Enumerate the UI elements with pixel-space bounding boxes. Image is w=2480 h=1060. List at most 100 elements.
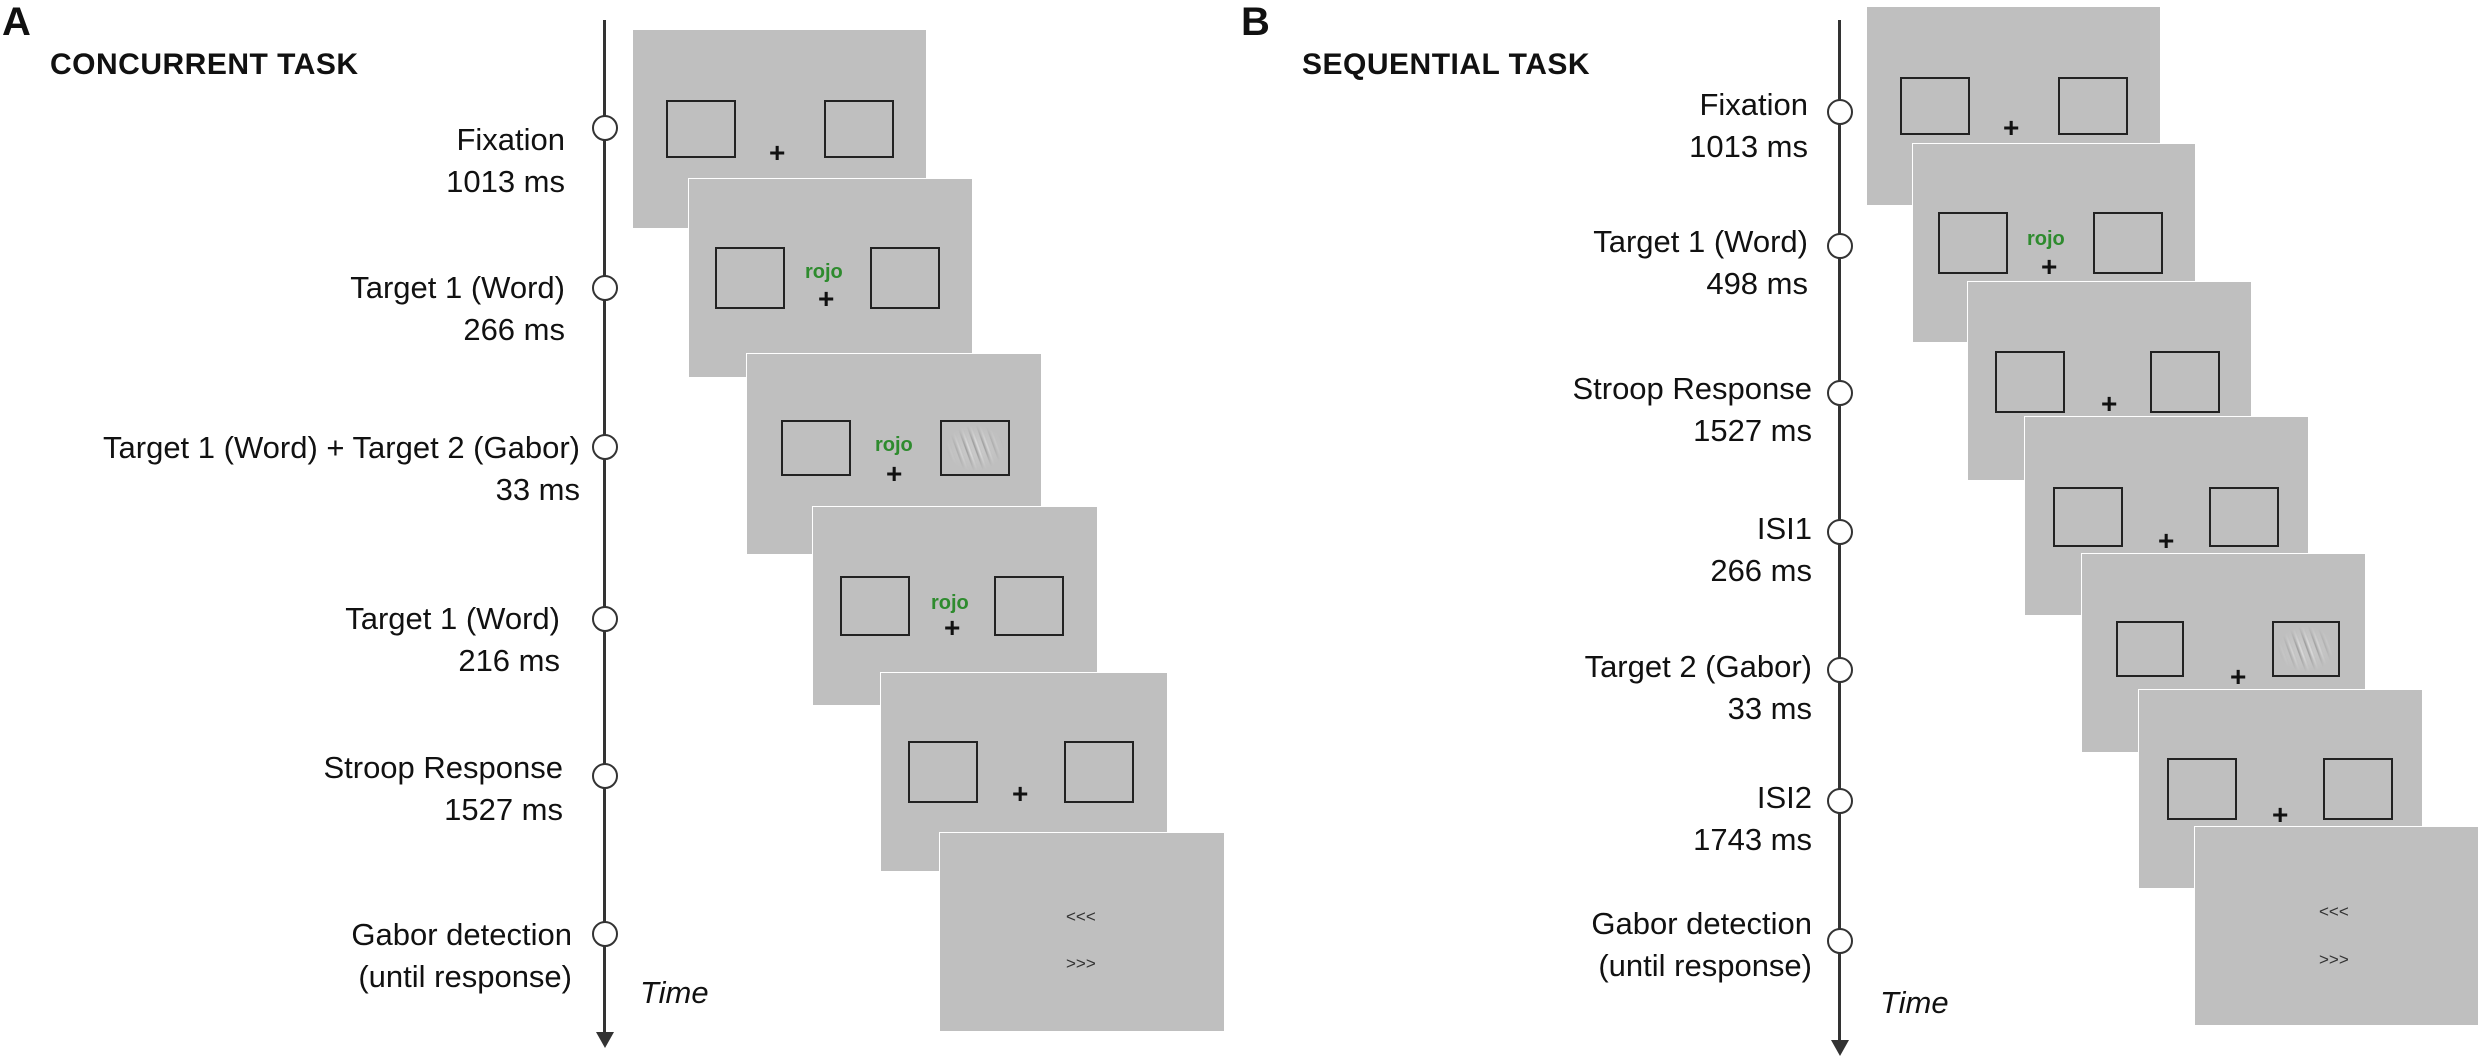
event-name: Stroop Response (323, 750, 563, 785)
left-placeholder-box (2116, 621, 2184, 677)
right-placeholder-box (994, 576, 1064, 636)
event-label-fixation: Fixation 1013 ms (1689, 84, 1808, 168)
stroop-word: rojo (2027, 228, 2065, 250)
panel-sequential-task: B SEQUENTIAL TASK Fixation 1013 ms Targe… (1240, 0, 2480, 1060)
fixation-cross: + (2041, 251, 2058, 282)
event-label-gabor-detection: Gabor detection (until response) (1591, 903, 1812, 987)
right-arrows: >>> (1066, 954, 1096, 973)
fixation-cross: + (2230, 661, 2247, 692)
right-placeholder-box (870, 247, 940, 309)
fixation-cross: + (2272, 799, 2289, 830)
stroop-word: rojo (931, 592, 969, 614)
time-label: Time (640, 975, 709, 1010)
time-axis (603, 20, 606, 1035)
event-duration: 1013 ms (1689, 129, 1808, 164)
screen-gabor-detection: <<< >>> (939, 832, 1225, 1032)
event-marker-target1-word-2 (592, 606, 618, 632)
event-name: Target 1 (Word) (345, 601, 560, 636)
event-name: Target 2 (Gabor) (1584, 649, 1812, 684)
event-marker-target2-gabor (1827, 657, 1853, 683)
fixation-cross: + (1012, 778, 1029, 809)
event-name: Stroop Response (1572, 371, 1812, 406)
event-duration: 498 ms (1706, 266, 1808, 301)
screen-target1-word: rojo + (688, 178, 973, 378)
stroop-word: rojo (805, 261, 843, 283)
left-placeholder-box (840, 576, 910, 636)
left-placeholder-box (1995, 351, 2065, 413)
event-label-gabor-detection: Gabor detection (until response) (351, 914, 572, 998)
event-marker-target1-target2 (592, 434, 618, 460)
left-placeholder-box (908, 741, 978, 803)
right-placeholder-box (2058, 77, 2128, 135)
event-name: ISI2 (1756, 780, 1812, 815)
event-name: Target 1 (Word) (1593, 224, 1808, 259)
event-marker-gabor-detection (592, 921, 618, 947)
stroop-word: rojo (875, 434, 913, 456)
right-placeholder-box (824, 100, 894, 158)
event-label-target1-target2: Target 1 (Word) + Target 2 (Gabor) 33 ms (103, 427, 580, 511)
right-arrows: >>> (2319, 950, 2349, 969)
event-name: Gabor detection (351, 917, 572, 952)
event-duration: 33 ms (495, 472, 580, 507)
left-placeholder-box (666, 100, 736, 158)
left-arrows: <<< (2319, 902, 2349, 921)
left-placeholder-box (781, 420, 851, 476)
time-label: Time (1880, 985, 1949, 1020)
event-duration: 1013 ms (446, 164, 565, 199)
time-axis-arrowhead (596, 1032, 614, 1048)
fixation-cross: + (2003, 112, 2020, 143)
right-placeholder-box (2209, 487, 2279, 547)
event-label-target2-gabor: Target 2 (Gabor) 33 ms (1585, 646, 1812, 730)
event-label-stroop-response: Stroop Response 1527 ms (1572, 368, 1812, 452)
fixation-cross: + (2158, 525, 2175, 556)
left-placeholder-box (1900, 77, 1970, 135)
event-duration: 266 ms (463, 312, 565, 347)
event-label-fixation: Fixation 1013 ms (446, 119, 565, 203)
event-duration: 1743 ms (1693, 822, 1812, 857)
event-marker-isi2 (1827, 788, 1853, 814)
event-duration: (until response) (358, 959, 572, 994)
event-marker-fixation (1827, 99, 1853, 125)
event-name: ISI1 (1756, 511, 1812, 546)
right-placeholder-box (2150, 351, 2220, 413)
event-duration: 1527 ms (444, 792, 563, 827)
left-placeholder-box (2053, 487, 2123, 547)
event-marker-isi1 (1827, 519, 1853, 545)
time-axis-arrowhead (1831, 1040, 1849, 1056)
panel-letter-a: A (2, 0, 31, 44)
sequential-task-title: SEQUENTIAL TASK (1302, 48, 1591, 81)
event-duration: 33 ms (1727, 691, 1812, 726)
event-marker-fixation (592, 115, 618, 141)
event-duration: 216 ms (458, 643, 560, 678)
left-arrows: <<< (1066, 907, 1096, 926)
event-marker-gabor-detection (1827, 928, 1853, 954)
gabor-patch (2272, 621, 2340, 677)
concurrent-task-title: CONCURRENT TASK (50, 48, 359, 81)
panel-letter-b: B (1241, 0, 1270, 44)
fixation-cross: + (944, 612, 961, 643)
left-placeholder-box (1938, 212, 2008, 274)
panel-concurrent-task: A CONCURRENT TASK Fixation 1013 ms Targe… (2, 0, 1225, 1048)
screen-gabor-detection: <<< >>> (2194, 826, 2479, 1026)
event-label-stroop-response: Stroop Response 1527 ms (323, 747, 563, 831)
event-duration: 1527 ms (1693, 413, 1812, 448)
event-marker-target1-word (1827, 233, 1853, 259)
fixation-cross: + (886, 458, 903, 489)
left-placeholder-box (715, 247, 785, 309)
event-marker-stroop-response (592, 763, 618, 789)
event-marker-stroop-response (1827, 380, 1853, 406)
gabor-patch (940, 420, 1010, 476)
event-name: Gabor detection (1591, 906, 1812, 941)
event-duration: (until response) (1598, 948, 1812, 983)
fixation-cross: + (818, 283, 835, 314)
event-duration: 266 ms (1710, 553, 1812, 588)
event-name: Fixation (456, 122, 565, 157)
left-placeholder-box (2167, 758, 2237, 820)
fixation-cross: + (2101, 388, 2118, 419)
event-name: Fixation (1699, 87, 1808, 122)
event-marker-target1-word (592, 275, 618, 301)
event-label-target1-word-2: Target 1 (Word) 216 ms (345, 598, 560, 682)
right-placeholder-box (2323, 758, 2393, 820)
event-name: Target 1 (Word) + Target 2 (Gabor) (103, 430, 580, 465)
fixation-cross: + (769, 137, 786, 168)
